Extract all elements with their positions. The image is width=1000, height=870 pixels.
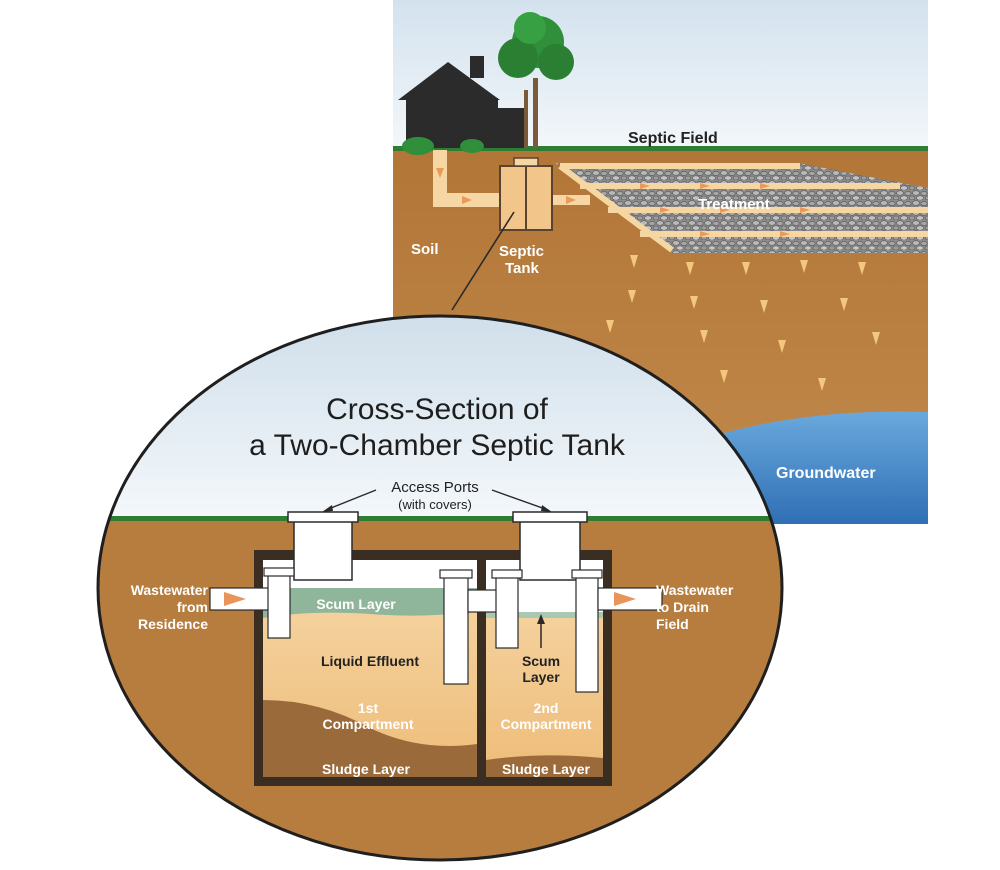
grass-line (393, 146, 928, 151)
access-arrow-icon (322, 505, 333, 512)
label-second-compartment-1: 2nd (534, 700, 559, 716)
sludge-layer-1 (263, 700, 477, 777)
label-wastewater-out-1: Wastewater (656, 582, 734, 598)
scum-layer-1 (263, 588, 477, 618)
leader-line (451, 211, 515, 311)
scum-pointer-arrow-icon (537, 614, 545, 624)
label-second-compartment-2: Compartment (500, 716, 591, 732)
house-pipe (433, 150, 500, 207)
scum-layer-2 (486, 612, 603, 618)
outlet-pipe (571, 569, 663, 693)
title-line-1: Cross-Section of (326, 393, 548, 426)
bush-icon (460, 139, 484, 153)
label-access-ports: Access Ports (391, 479, 479, 496)
tank-divider (477, 560, 486, 777)
label-wastewater-in-3: Residence (138, 616, 208, 632)
tree-icon (498, 12, 574, 148)
flow-arrow (566, 196, 576, 204)
percolation-arrows (606, 255, 880, 391)
label-wastewater-in-1: Wastewater (131, 582, 209, 598)
flow-arrow (462, 196, 472, 204)
label-scum-layer-2-2: Layer (522, 669, 560, 685)
compartment-1 (263, 560, 477, 777)
bush-icon (402, 137, 434, 155)
title-line-2: a Two-Chamber Septic Tank (249, 429, 626, 462)
label-first-compartment-1: 1st (358, 700, 379, 716)
label-access-ports-sub: (with covers) (398, 497, 472, 512)
sludge-layer-2 (486, 755, 603, 777)
label-treatment: Treatment (698, 196, 770, 213)
access-leader-2 (491, 489, 549, 511)
label-wastewater-out-3: Field (656, 616, 689, 632)
label-groundwater: Groundwater (776, 465, 876, 482)
access-arrow-icon (541, 505, 552, 512)
access-leader-1 (325, 489, 377, 511)
flow-arrows-field (640, 183, 810, 237)
transfer-pipe (439, 569, 523, 685)
access-port-1 (287, 511, 359, 581)
label-septic-field: Septic Field (628, 130, 718, 147)
oval-grass (98, 516, 782, 521)
small-septic-tank (499, 157, 553, 231)
label-sludge-layer-2: Sludge Layer (502, 761, 590, 777)
label-wastewater-out-2: to Drain (656, 599, 709, 615)
site-panel (393, 0, 928, 524)
access-port-2 (512, 511, 588, 581)
flow-arrow (436, 168, 444, 178)
label-septic-tank-2: Tank (505, 260, 540, 277)
inlet-pipe (209, 567, 295, 639)
label-wastewater-in-2: from (177, 599, 208, 615)
oval-outline (96, 314, 784, 862)
label-septic-tank-1: Septic (499, 243, 544, 260)
label-sludge-layer-1: Sludge Layer (322, 761, 410, 777)
label-soil: Soil (411, 241, 439, 258)
label-first-compartment-2: Compartment (322, 716, 413, 732)
label-liquid-effluent: Liquid Effluent (321, 653, 419, 669)
label-scum-layer-2-1: Scum (522, 653, 560, 669)
inlet-arrow-icon (224, 592, 246, 606)
house-icon (398, 56, 528, 148)
outlet-arrow-icon (614, 592, 636, 606)
label-scum-layer: Scum Layer (316, 596, 396, 612)
